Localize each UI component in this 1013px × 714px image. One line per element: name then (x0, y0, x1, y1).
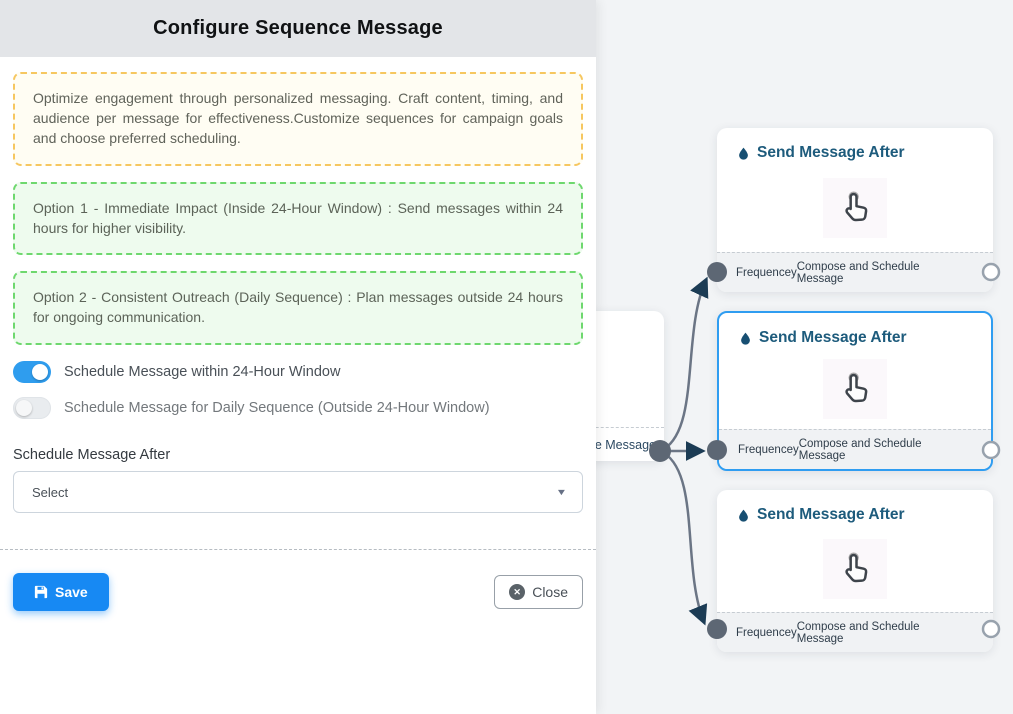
configure-sequence-dialog: Configure Sequence Message Optimize enga… (0, 0, 596, 714)
source-node-footer-label: ce Message (596, 427, 664, 461)
schedule-after-select[interactable]: Select ▼ (13, 471, 583, 514)
page-title: Configure Sequence Message (153, 17, 443, 39)
tap-gesture-icon (823, 539, 887, 599)
node-card-send-message-after-2-selected[interactable]: Send Message After Frequencey Compose an… (717, 311, 993, 471)
port-frequency-label[interactable]: Frequencey (738, 443, 799, 456)
edge-source-to-node3 (662, 451, 708, 626)
tap-gesture-icon (823, 359, 887, 419)
node-title: Send Message After (717, 128, 993, 162)
edge-source-to-node1 (662, 276, 709, 451)
port-frequency-label[interactable]: Frequencey (736, 266, 797, 279)
node-title: Send Message After (717, 490, 993, 524)
tap-gesture-icon (823, 178, 887, 238)
port-frequency-label[interactable]: Frequencey (736, 626, 797, 639)
node-card-send-message-after-3[interactable]: Send Message After Frequencey Compose an… (717, 490, 993, 652)
droplet-icon (739, 509, 748, 522)
droplet-icon (739, 147, 748, 160)
footer-divider (0, 549, 596, 551)
toggle-knob (32, 364, 48, 381)
save-icon (34, 586, 48, 599)
toggle-knob (16, 400, 32, 417)
port-compose-schedule-label[interactable]: Compose and Schedule Message (798, 437, 922, 462)
schedule-after-label: Schedule Message After (13, 447, 171, 464)
intro-note: Optimize engagement through personalized… (13, 72, 583, 166)
select-placeholder: Select (32, 484, 69, 500)
save-button[interactable]: Save (13, 573, 109, 612)
toggle-daily-sequence[interactable] (13, 397, 51, 420)
droplet-icon (741, 332, 750, 345)
source-node-card[interactable]: ce Message (596, 311, 664, 461)
port-compose-schedule-label[interactable]: Compose and Schedule Message (796, 620, 920, 645)
toggle-within-24h[interactable] (13, 361, 51, 384)
node-card-send-message-after-1[interactable]: Send Message After Frequencey Compose an… (717, 128, 993, 292)
close-icon: ✕ (509, 584, 526, 601)
dialog-header: Configure Sequence Message (0, 0, 596, 57)
flow-canvas[interactable]: ce Message Send Message After Frequencey… (596, 0, 1013, 714)
toggle-row-daily-sequence: Schedule Message for Daily Sequence (Out… (13, 397, 583, 420)
close-button[interactable]: ✕ Close (494, 575, 583, 610)
node-title: Send Message After (719, 313, 991, 347)
toggle-within-24h-label: Schedule Message within 24-Hour Window (64, 364, 341, 381)
option2-note: Option 2 - Consistent Outreach (Daily Se… (13, 271, 583, 346)
caret-down-icon: ▼ (555, 487, 568, 498)
option1-note: Option 1 - Immediate Impact (Inside 24-H… (13, 181, 583, 256)
toggle-row-within-24h: Schedule Message within 24-Hour Window (13, 361, 583, 384)
toggle-daily-sequence-label: Schedule Message for Daily Sequence (Out… (64, 400, 490, 417)
port-compose-schedule-label[interactable]: Compose and Schedule Message (796, 260, 920, 285)
